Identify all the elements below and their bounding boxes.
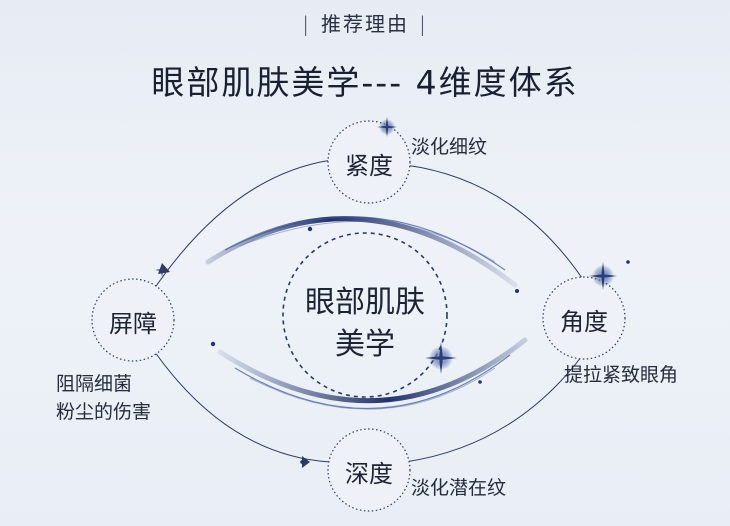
dot xyxy=(478,380,482,384)
dot xyxy=(307,226,313,232)
connector-left-top xyxy=(149,159,333,296)
swoosh-bottom-thin-2 xyxy=(249,367,496,410)
note-left-line2: 粉尘的伤害 xyxy=(56,401,152,423)
headline: 眼部肌肤美学--- 4维度体系 xyxy=(151,63,579,102)
node-label-top: 紧度 xyxy=(345,152,393,180)
dot xyxy=(626,260,630,264)
divider-right: | xyxy=(419,12,428,36)
dot xyxy=(210,341,216,347)
sparkle-star-right xyxy=(589,262,617,290)
swoosh-top xyxy=(205,216,518,288)
center-title-line2: 美学 xyxy=(335,327,395,362)
node-circle-top xyxy=(327,120,411,204)
node-label-bottom: 深度 xyxy=(345,460,393,488)
note-right: 提拉紧致眼角 xyxy=(564,364,679,386)
node-circle-left xyxy=(91,278,175,362)
node-label-left: 屏障 xyxy=(109,310,157,338)
center-circle xyxy=(282,232,448,398)
note-left-line1: 阻隔细菌 xyxy=(56,373,133,395)
swoosh-bottom xyxy=(217,337,528,404)
swoosh-top-thin-2 xyxy=(239,221,496,263)
center-title-line1: 眼部肌肤 xyxy=(305,285,425,320)
node-label-right: 角度 xyxy=(560,308,608,336)
arrow-head-left xyxy=(158,263,170,274)
node-circle-right xyxy=(542,276,626,360)
section-label: | 推荐理由 | xyxy=(0,8,730,37)
sparkle-star-left xyxy=(155,263,169,277)
arrow-head-bottom xyxy=(302,456,310,468)
center-title: 眼部肌肤 美学 xyxy=(285,282,445,366)
note-top: 淡化细纹 xyxy=(411,136,488,158)
node-circle-bottom xyxy=(327,428,411,512)
dot xyxy=(515,289,519,293)
divider-left: | xyxy=(302,12,311,36)
section-label-text: 推荐理由 xyxy=(321,12,409,36)
dot xyxy=(300,460,304,464)
note-bottom: 淡化潜在纹 xyxy=(411,477,507,499)
swoosh-top-thin-1 xyxy=(224,216,506,271)
swoosh-bottom-thin-1 xyxy=(234,354,511,409)
note-left: 阻隔细菌 粉尘的伤害 xyxy=(56,370,151,426)
sparkle-star-center xyxy=(425,342,457,374)
connector-top-right xyxy=(404,164,591,291)
connector-bottom-right xyxy=(404,344,591,463)
sparkle-star-top xyxy=(377,117,397,137)
